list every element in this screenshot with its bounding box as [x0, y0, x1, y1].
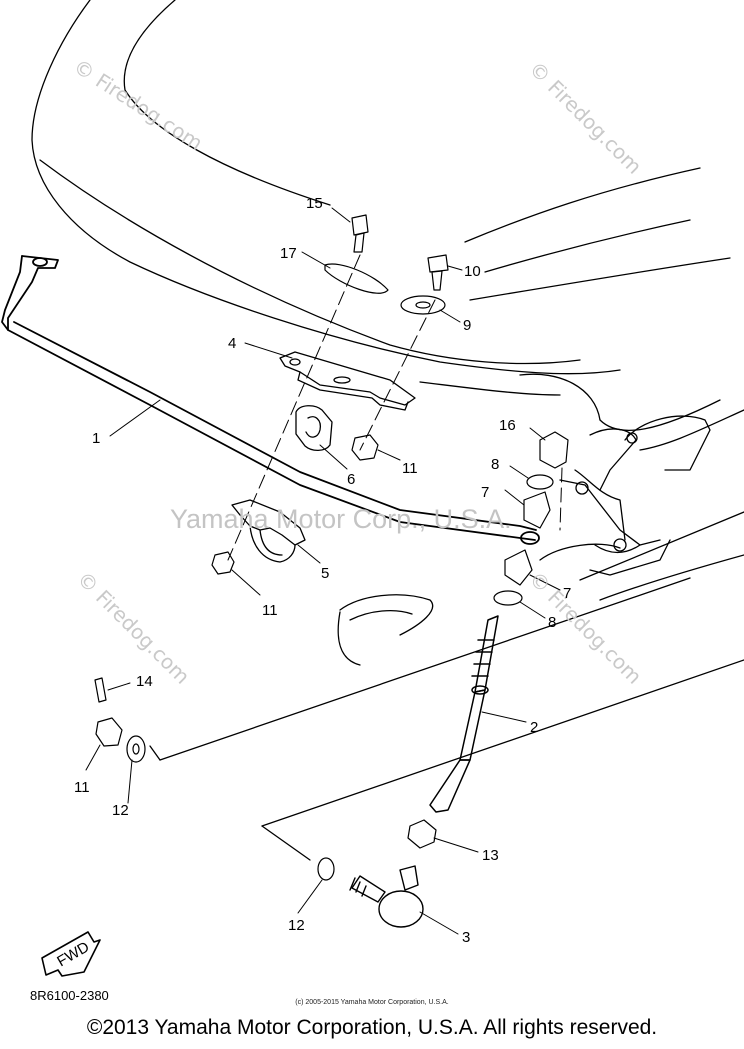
bracket-plate	[279, 351, 416, 411]
watermarks: © Firedog.com © Firedog.com © Firedog.co…	[69, 54, 646, 689]
callout-7: 7	[563, 585, 571, 602]
watermark-text: © Firedog.com	[69, 54, 207, 155]
callout-3: 3	[462, 929, 470, 946]
copyright-notice: ©2013 Yamaha Motor Corporation, U.S.A. A…	[86, 1016, 658, 1039]
lower-clamp	[231, 499, 306, 563]
threaded-rod	[429, 615, 499, 813]
callout-labels: 1 2 3 4 5 6 7 7 8 8 9 10 11 11 11 12 12 …	[54, 195, 571, 970]
watermark-text: © Firedog.com	[524, 567, 646, 689]
leader-lines	[85, 207, 561, 935]
callout-9: 9	[463, 317, 471, 334]
callout-2: 2	[530, 719, 538, 736]
callout-8: 8	[491, 456, 499, 473]
callout-13: 13	[482, 847, 499, 864]
callout-1: 1	[92, 430, 100, 447]
callout-11: 11	[402, 460, 418, 477]
callout-17: 17	[280, 245, 297, 262]
hood-outline	[31, 0, 744, 451]
callout-7: 7	[481, 484, 489, 501]
callout-12: 12	[288, 917, 305, 934]
stabilizer-bar	[1, 255, 540, 545]
callout-12: 12	[112, 802, 129, 819]
assembly-lines	[227, 254, 563, 561]
callout-11: 11	[262, 602, 278, 619]
callout-11: 11	[74, 779, 90, 796]
ball-joint	[349, 865, 424, 928]
watermark-text: © Firedog.com	[72, 567, 194, 689]
small-copyright: (c) 2005-2015 Yamaha Motor Corporation, …	[295, 999, 449, 1006]
callout-10: 10	[464, 263, 481, 280]
bushing	[295, 405, 333, 452]
callout-16: 16	[499, 417, 516, 434]
callout-15: 15	[306, 195, 323, 212]
callout-5: 5	[321, 565, 329, 582]
callout-14: 14	[136, 673, 153, 690]
small-parts	[94, 214, 569, 881]
watermark-text: Yamaha Motor Corp., U.S.A.	[170, 504, 512, 534]
ski-outline	[149, 511, 744, 861]
diagram-code: 8R6100-2380	[30, 988, 109, 1003]
callout-4: 4	[228, 335, 236, 352]
callout-8: 8	[548, 614, 556, 631]
callout-6: 6	[347, 471, 355, 488]
spindle-bracket	[559, 415, 711, 576]
watermark-text: © Firedog.com	[524, 57, 646, 179]
front-arrow-icon	[41, 931, 101, 977]
